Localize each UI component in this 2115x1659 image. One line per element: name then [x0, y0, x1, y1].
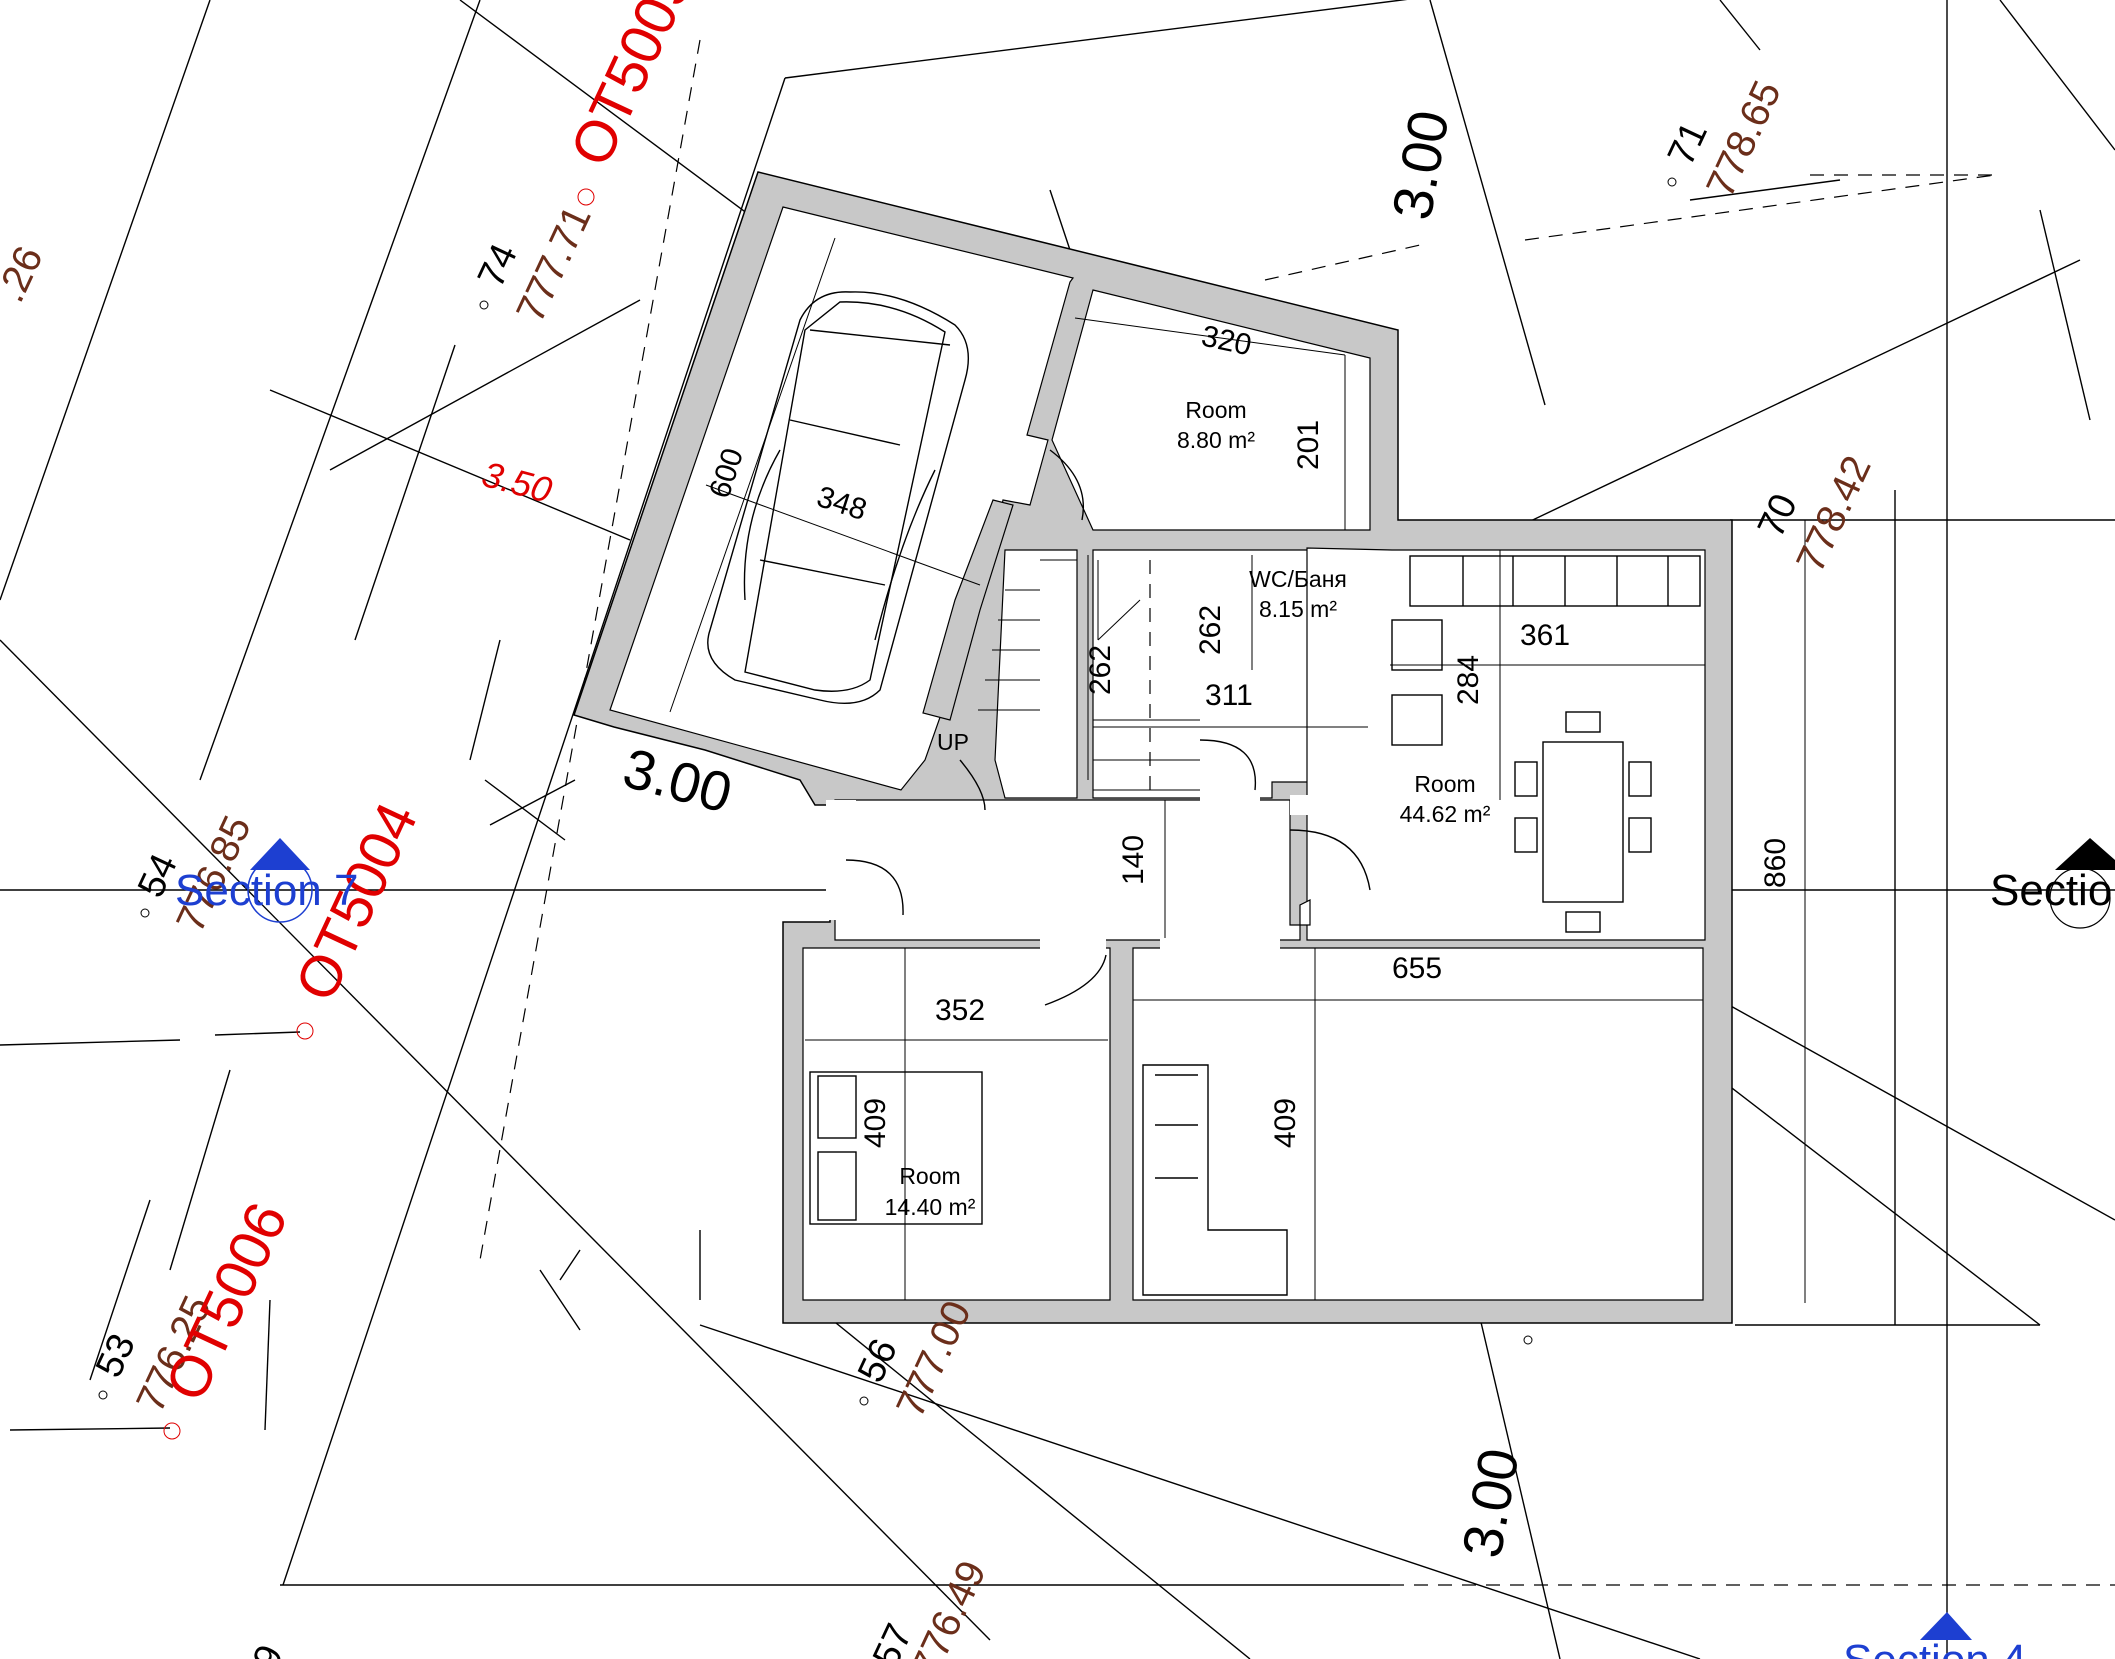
setback-bottom: 3.00 [1450, 1444, 1531, 1562]
dim-860: 860 [1759, 838, 1792, 888]
room-small-name: Room [1185, 397, 1246, 423]
sofa [1142, 1064, 1288, 1296]
dim-352: 352 [935, 994, 985, 1027]
dim-361: 361 [1520, 619, 1570, 652]
dim-262-right: 262 [1194, 605, 1227, 655]
dim-140: 140 [1117, 835, 1150, 885]
room-living-area: 44.62 m² [1400, 801, 1491, 827]
kitchen-counter [1391, 555, 1701, 746]
point-number-74: 74 [470, 238, 526, 294]
section-4-right-label: Sectio [1990, 866, 2112, 915]
point-number-53: 53 [88, 1328, 144, 1384]
room-bedroom-name: Room [899, 1163, 960, 1189]
stairs [978, 559, 1200, 791]
dim-409-bedroom: 409 [859, 1098, 892, 1148]
elevation-left-edge: .26 [0, 240, 52, 309]
room-small-area: 8.80 m² [1177, 427, 1255, 453]
boundary-point-ot5005: OT5005 [558, 0, 705, 175]
dining-table [1514, 711, 1652, 933]
section-labels: Section 7 Sectio Section 4 [175, 866, 2112, 1659]
elevation-776-49: 776.49 [903, 1554, 995, 1659]
room-bedroom-area: 14.40 m² [885, 1194, 976, 1220]
doors [845, 449, 1371, 1006]
room-wc-area: 8.15 m² [1259, 596, 1337, 622]
setback-red: 3.50 [478, 453, 556, 511]
room-living-name: Room [1414, 771, 1475, 797]
dim-409-living: 409 [1269, 1098, 1302, 1148]
room-labels: Room 8.80 m² WC/Баня 8.15 m² Room 44.62 … [885, 397, 1491, 1220]
section-4-bottom-label: Section 4 [1843, 1636, 2026, 1659]
dimension-lines [669, 237, 1806, 1303]
room-wc-name: WC/Баня [1249, 566, 1347, 592]
bed [809, 1071, 983, 1225]
section-markers [247, 838, 2115, 1640]
dim-311: 311 [1205, 679, 1253, 712]
stair-up-label: UP [937, 729, 969, 755]
survey-point-markers [98, 177, 1677, 1440]
point-number-bottom-left: 9 [245, 1639, 292, 1659]
building-walls [573, 171, 1733, 1324]
section-7-label: Section 7 [175, 866, 358, 915]
dim-655: 655 [1392, 952, 1442, 985]
dim-201: 201 [1292, 420, 1325, 470]
dim-284: 284 [1452, 655, 1485, 705]
dim-262-left: 262 [1084, 645, 1117, 695]
car [707, 291, 969, 705]
point-number-70: 70 [1750, 488, 1806, 544]
setback-top: 3.00 [1380, 106, 1461, 224]
